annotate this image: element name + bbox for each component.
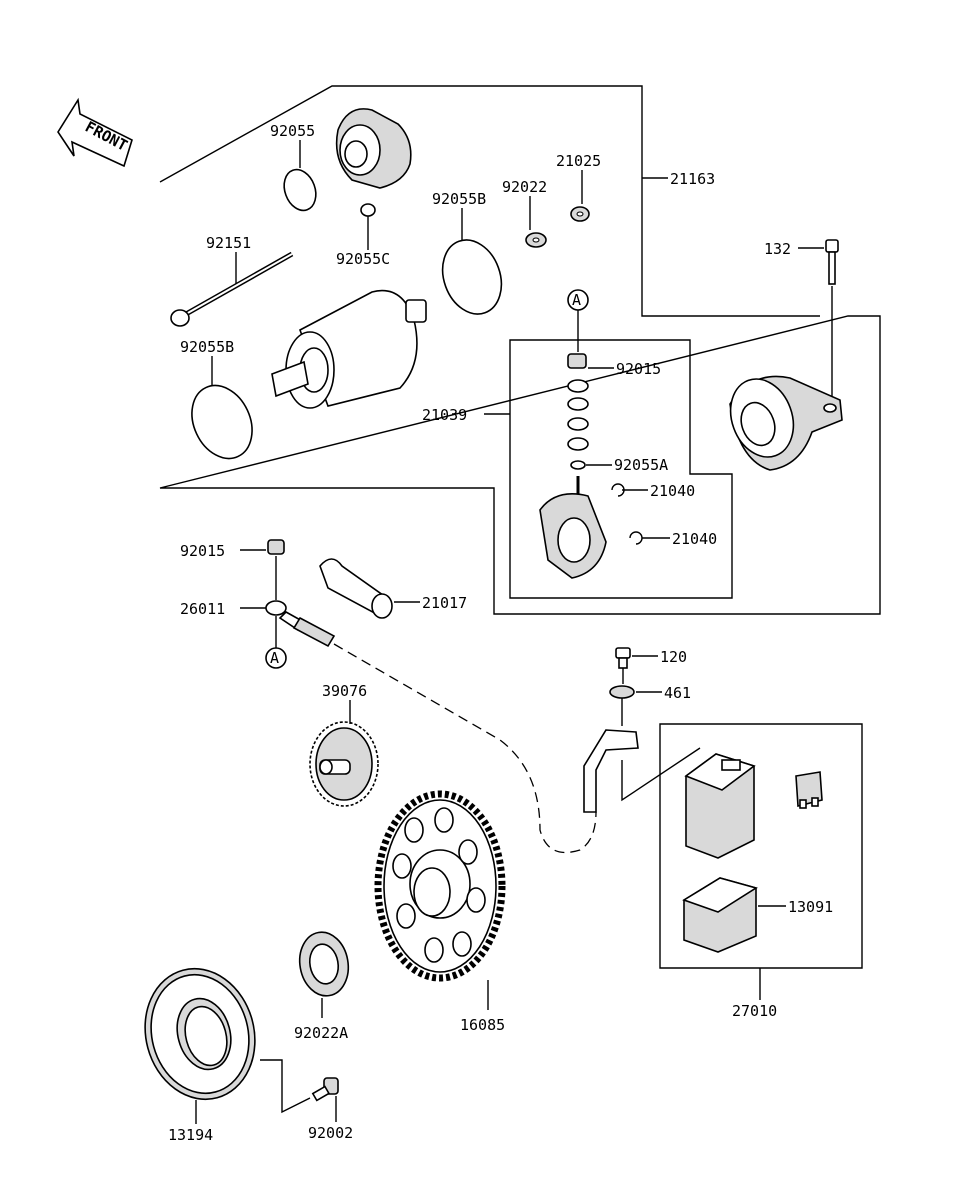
relay-cover xyxy=(682,877,758,953)
ref-marker-a-bottom-label: A xyxy=(270,649,279,667)
leader-clutch-bolt xyxy=(260,1059,311,1114)
cable-route-dashed xyxy=(333,643,597,854)
o-ring-92055c xyxy=(360,203,376,217)
relay-box-outline xyxy=(659,723,863,969)
label-21040-a: 21040 xyxy=(650,482,695,500)
bolt-92002 xyxy=(311,1077,339,1102)
ref-marker-a-top-label: A xyxy=(572,291,581,309)
washer-461 xyxy=(609,685,635,699)
label-21017: 21017 xyxy=(422,594,467,612)
starter-assembly-outline xyxy=(159,85,881,615)
spring-21040-b xyxy=(629,531,643,545)
starter-clutch-gear-16085 xyxy=(374,790,506,982)
leader-relay xyxy=(621,747,701,802)
o-ring-92055b-top xyxy=(441,239,503,315)
starter-relay xyxy=(684,753,756,859)
bolt-120 xyxy=(615,647,631,669)
label-92015-left: 92015 xyxy=(180,542,225,560)
starter-front-cover xyxy=(335,108,412,189)
front-arrow-icon: FRONT xyxy=(57,97,133,168)
label-21163: 21163 xyxy=(670,170,715,188)
label-120: 120 xyxy=(660,648,687,666)
label-92055c: 92055C xyxy=(336,250,390,268)
label-21040-b: 21040 xyxy=(672,530,717,548)
o-ring-92055b-left xyxy=(191,384,253,460)
label-92002: 92002 xyxy=(308,1124,353,1142)
label-92055b-top: 92055B xyxy=(432,190,486,208)
label-21025: 21025 xyxy=(556,152,601,170)
label-92055: 92055 xyxy=(270,122,315,140)
idle-gear-39076 xyxy=(309,721,379,807)
brush-stack-washers xyxy=(567,353,589,470)
bolt-132 xyxy=(825,239,839,285)
label-13091: 13091 xyxy=(788,898,833,916)
starter-motor-body xyxy=(271,289,427,409)
label-132: 132 xyxy=(764,240,791,258)
label-27010: 27010 xyxy=(732,1002,777,1020)
starter-rear-cover xyxy=(729,375,843,471)
label-461: 461 xyxy=(664,684,691,702)
starter-clutch-13194 xyxy=(144,967,256,1101)
spring-21040-a xyxy=(611,483,625,497)
brush-holder-outline xyxy=(509,339,733,599)
label-39076: 39076 xyxy=(322,682,367,700)
bolt-92151 xyxy=(170,251,294,327)
label-92022: 92022 xyxy=(502,178,547,196)
label-26011: 26011 xyxy=(180,600,225,618)
label-16085: 16085 xyxy=(460,1016,505,1034)
label-92022a: 92022A xyxy=(294,1024,348,1042)
starter-cable-26011 xyxy=(265,600,336,648)
o-ring-92055 xyxy=(283,168,317,212)
brush-plate xyxy=(539,476,607,579)
washer-92022a xyxy=(298,931,350,997)
terminal-boot-21017 xyxy=(319,558,393,619)
ground-bracket xyxy=(583,729,639,813)
label-21039: 21039 xyxy=(422,406,467,424)
ref-marker-a-bottom xyxy=(265,647,287,669)
label-92055b-left: 92055B xyxy=(180,338,234,356)
label-13194: 13194 xyxy=(168,1126,213,1144)
label-92015-top: 92015 xyxy=(616,360,661,378)
label-92151: 92151 xyxy=(206,234,251,252)
fuse-icon xyxy=(795,771,823,809)
nut-92015 xyxy=(267,539,285,555)
label-92055a: 92055A xyxy=(614,456,668,474)
